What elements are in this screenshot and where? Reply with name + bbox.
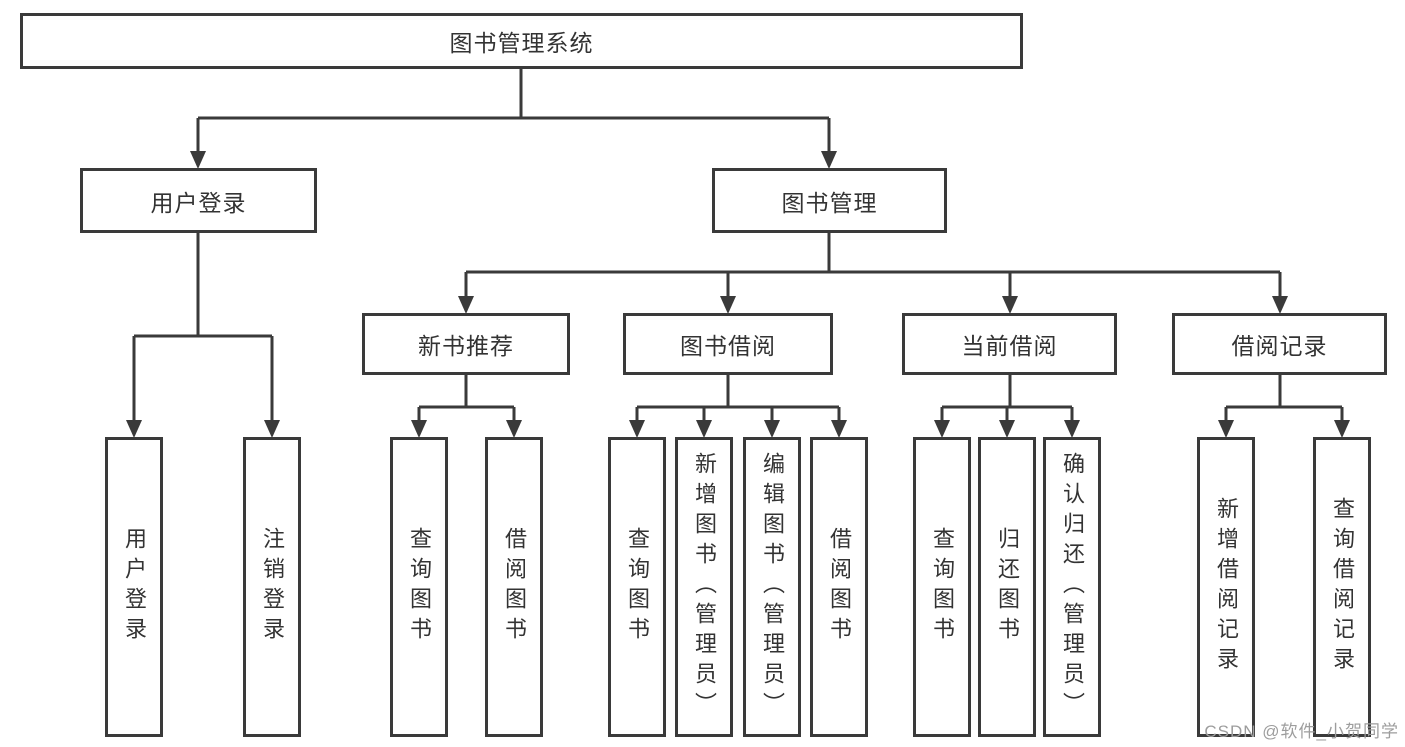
leaf-query-books-rec: 查询图书 bbox=[390, 437, 448, 737]
connector-current-borrow-split bbox=[934, 375, 1080, 438]
node-book-borrow: 图书借阅 bbox=[623, 313, 833, 375]
leaf-confirm-return-admin: 确认归还（管理员） bbox=[1043, 437, 1101, 737]
leaf-borrow-books: 借阅图书 bbox=[810, 437, 868, 737]
connector-borrow-record-split bbox=[1218, 375, 1350, 438]
leaf-return-books: 归还图书 bbox=[978, 437, 1036, 737]
node-user-login: 用户登录 bbox=[80, 168, 317, 233]
connector-new-rec-split bbox=[411, 375, 522, 438]
node-book-management: 图书管理 bbox=[712, 168, 947, 233]
leaf-add-books-admin: 新增图书（管理员） bbox=[675, 437, 733, 737]
leaf-logout: 注销登录 bbox=[243, 437, 301, 737]
watermark: CSDN @软件_小贺同学 bbox=[1204, 722, 1399, 741]
node-new-book-recommend: 新书推荐 bbox=[362, 313, 570, 375]
leaf-query-books-current: 查询图书 bbox=[913, 437, 971, 737]
connector-book-borrow-split bbox=[629, 375, 847, 438]
leaf-borrow-books-rec: 借阅图书 bbox=[485, 437, 543, 737]
leaf-query-borrow-record: 查询借阅记录 bbox=[1313, 437, 1371, 737]
leaf-add-borrow-record: 新增借阅记录 bbox=[1197, 437, 1255, 737]
node-current-borrow: 当前借阅 bbox=[902, 313, 1117, 375]
node-root: 图书管理系统 bbox=[20, 13, 1023, 69]
node-borrow-record: 借阅记录 bbox=[1172, 313, 1387, 375]
leaf-edit-books-admin: 编辑图书（管理员） bbox=[743, 437, 801, 737]
leaf-user-login: 用户登录 bbox=[105, 437, 163, 737]
connector-root-split bbox=[190, 69, 837, 169]
connector-user-login-split bbox=[126, 233, 280, 438]
connector-book-mgmt-split bbox=[458, 233, 1288, 314]
leaf-query-books-borrow: 查询图书 bbox=[608, 437, 666, 737]
